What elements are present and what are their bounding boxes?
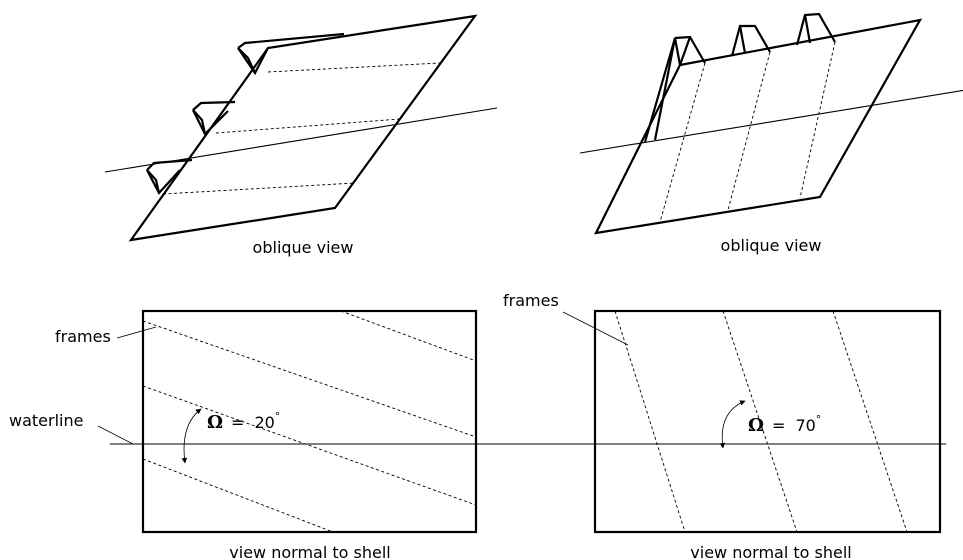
frames-label-right: frames	[503, 291, 559, 310]
frame-line	[727, 51, 771, 211]
oblique-view-left: oblique view	[104, 14, 498, 257]
frame-line	[215, 118, 401, 134]
frame-line	[267, 62, 441, 73]
waterline-leader	[97, 425, 134, 445]
shell-plate-right	[593, 309, 942, 534]
frames-leader-right	[562, 311, 629, 346]
frame-line	[162, 182, 356, 195]
frame-line	[614, 310, 686, 533]
frame-line	[142, 385, 477, 506]
shell-panel-right	[594, 18, 923, 235]
shell-plate-left	[141, 309, 478, 534]
shell-panel-left	[128, 14, 478, 242]
frame-line	[142, 458, 334, 533]
angle-arc-left	[181, 408, 202, 464]
normal-view-label-right: view normal to shell	[690, 543, 851, 560]
normal-view-left: Ω = 20° frames waterline view normal to …	[9, 309, 478, 560]
oblique-view-label-right: oblique view	[721, 236, 822, 255]
waterline-label: waterline	[9, 411, 83, 430]
angle-arc-right	[719, 400, 746, 449]
frame-stiffener	[146, 158, 193, 195]
angle-label-left: Ω = 20°	[207, 410, 280, 433]
frame-line	[142, 320, 477, 438]
frame-line	[799, 41, 836, 199]
frame-stiffener	[643, 35, 706, 143]
frames-leader-left	[116, 326, 157, 339]
frame-stiffener	[237, 32, 345, 76]
frames-label-left: frames	[55, 327, 111, 346]
frame-stiffener	[730, 24, 771, 57]
waterline-oblique-right	[579, 89, 963, 154]
normal-view-right: Ω = 70° frames view normal to shell	[503, 291, 942, 560]
angle-label-right: Ω = 70°	[748, 413, 821, 436]
normal-view-label-left: view normal to shell	[229, 543, 390, 560]
oblique-view-label-left: oblique view	[253, 238, 354, 257]
frame-line	[659, 62, 706, 223]
frame-stiffener	[795, 12, 836, 46]
frame-line	[340, 310, 477, 362]
frame-line	[722, 310, 798, 533]
frame-line	[832, 310, 908, 533]
frame-stiffener	[192, 100, 236, 136]
oblique-view-right: oblique view	[579, 12, 963, 255]
